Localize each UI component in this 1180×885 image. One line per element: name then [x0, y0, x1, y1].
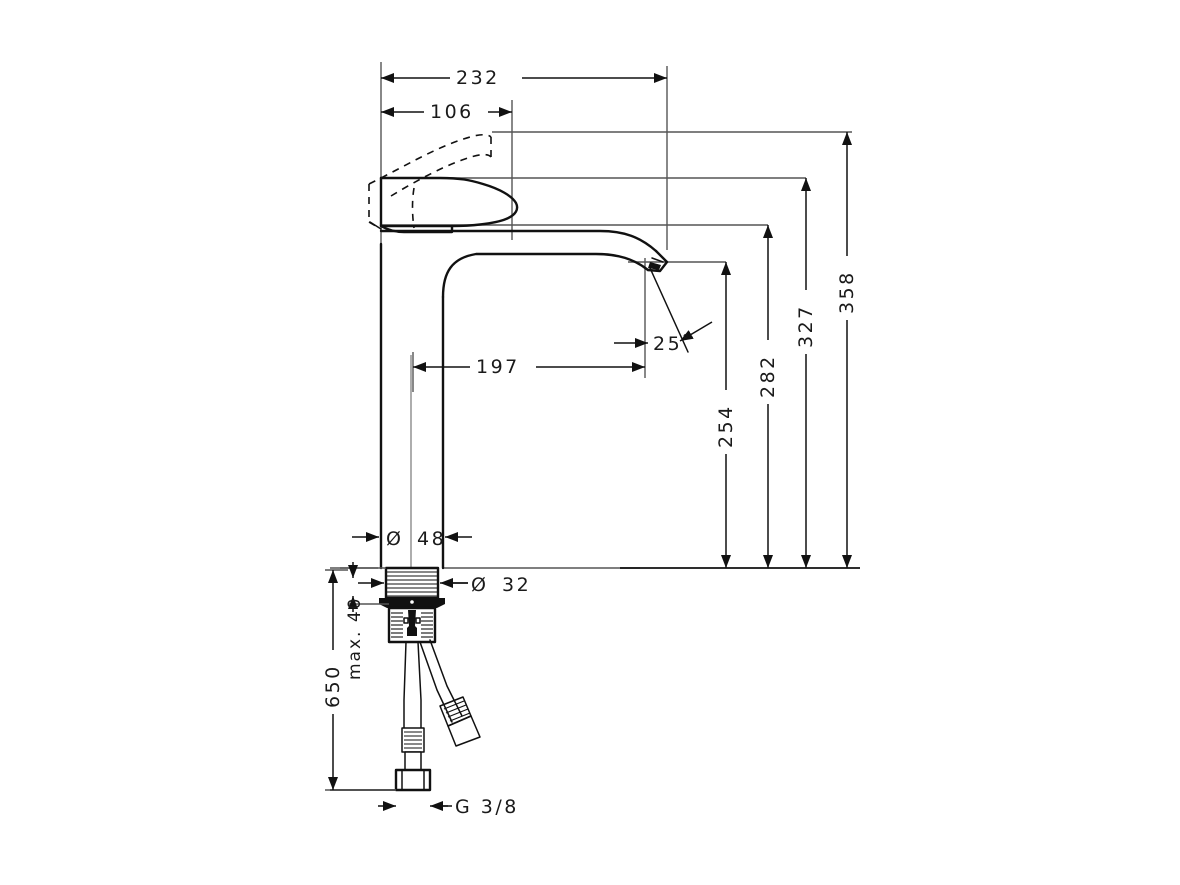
dim-358: 358 — [833, 132, 861, 568]
dim-327: 327 — [792, 178, 820, 568]
dim-d32: Ø 32 — [358, 574, 531, 596]
lever-handle — [369, 176, 519, 234]
threaded-shank — [384, 566, 440, 600]
dim-g38: G 3/8 — [378, 796, 519, 818]
dim-650-label: 650 — [322, 664, 344, 708]
dim-d32-label: 32 — [502, 574, 531, 596]
body-column — [379, 242, 445, 570]
aerator — [646, 249, 669, 273]
dim-282-label: 282 — [757, 354, 779, 398]
dim-232: 232 — [381, 64, 667, 90]
dim-d48-symbol: Ø — [386, 528, 403, 550]
dim-d32-symbol: Ø — [471, 574, 488, 596]
dim-angle-25: 25° — [614, 267, 713, 355]
dim-max40-label: max. 40 — [345, 597, 365, 680]
dim-197-label: 197 — [476, 356, 520, 378]
dim-106: 106 — [381, 98, 512, 124]
lever-handle-raised-dashed — [368, 133, 492, 230]
mounting-nut — [387, 606, 437, 644]
dim-g38-label: G 3/8 — [455, 796, 519, 818]
dim-d48-label: 48 — [417, 528, 446, 550]
dim-358-label: 358 — [836, 270, 858, 314]
dim-282: 282 — [754, 225, 782, 568]
spout — [379, 229, 658, 299]
hose-fitting-secondary — [439, 696, 481, 747]
dim-327-label: 327 — [795, 304, 817, 348]
dim-angle-25-label: 25° — [653, 333, 691, 355]
dim-232-label: 232 — [456, 67, 500, 89]
flexible-hose — [394, 639, 481, 792]
dim-650: 650 — [319, 569, 396, 791]
dim-max40: max. 40 — [340, 562, 389, 680]
dim-254: 254 — [712, 262, 740, 568]
dim-d48: Ø 48 — [352, 528, 472, 550]
dim-197: 197 — [412, 352, 645, 392]
faucet-body-group — [368, 133, 669, 792]
hose-fitting-primary — [394, 727, 432, 792]
dim-254-label: 254 — [715, 404, 737, 448]
mounting-washer — [379, 598, 445, 608]
dim-106-label: 106 — [430, 101, 474, 123]
